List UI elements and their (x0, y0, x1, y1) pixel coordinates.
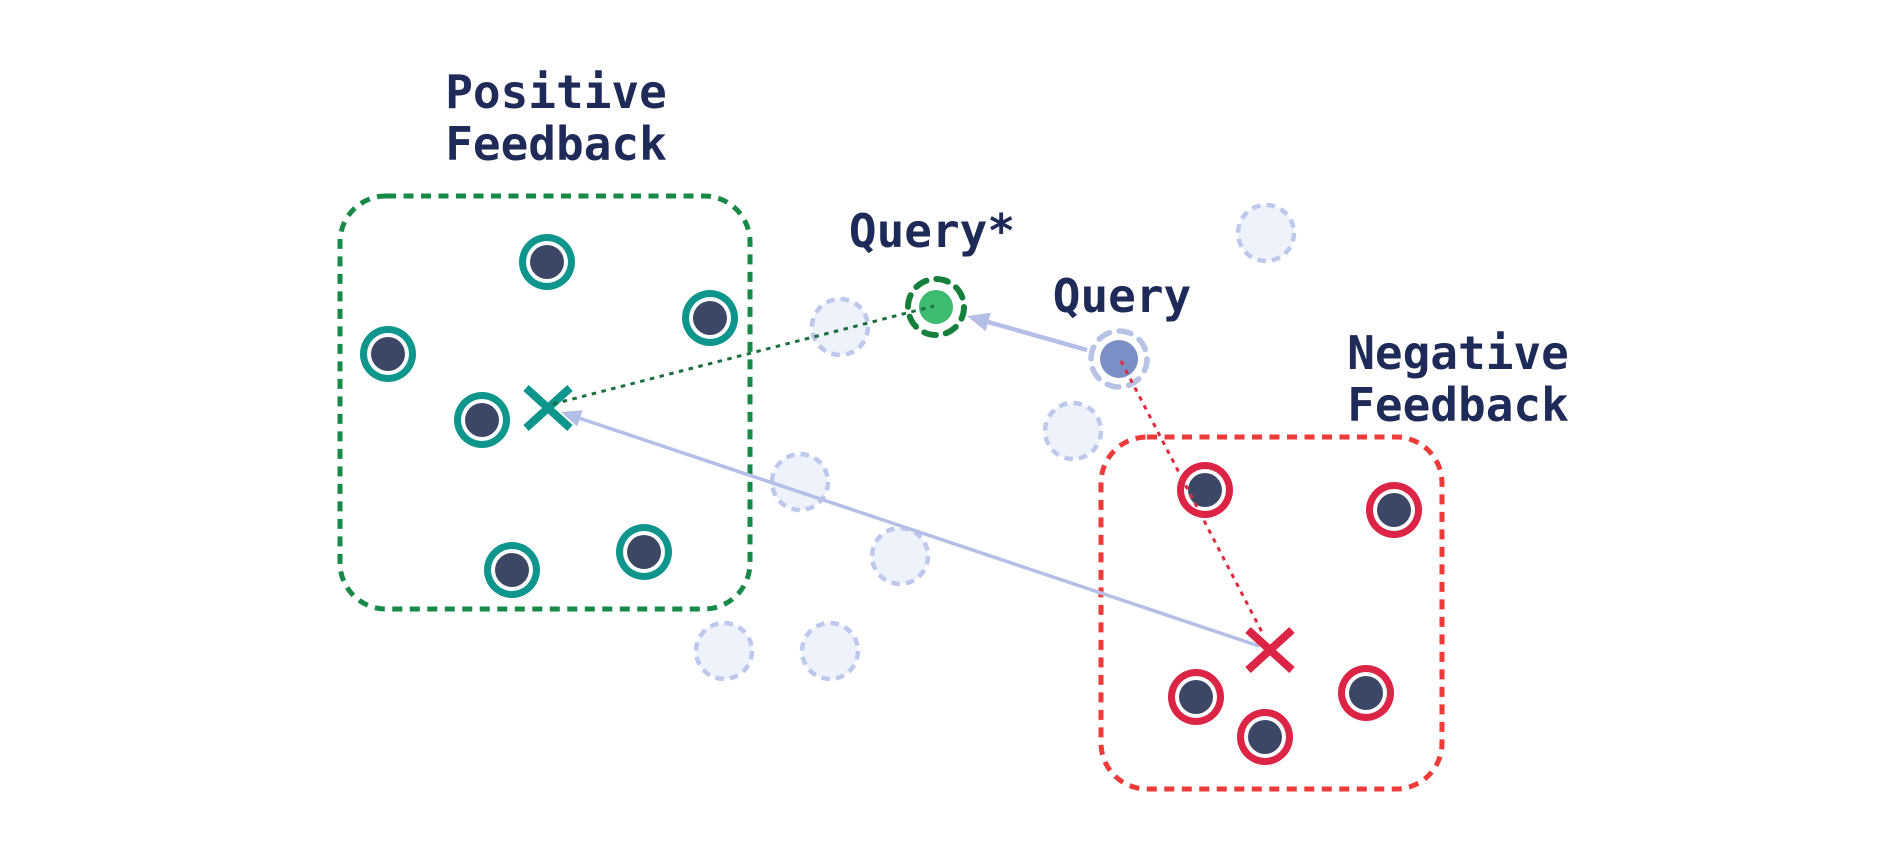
arrow-negative-centroid-to-positive-centroid (561, 410, 1260, 648)
negative-feedback-point (1366, 482, 1422, 538)
unlabeled-point (809, 296, 871, 358)
positive-feedback-label-line1: Positive (445, 65, 667, 119)
query-star-point (905, 276, 967, 338)
negative-feedback-label-line1: Negative (1347, 326, 1569, 380)
query-star-label: Query* (849, 204, 1015, 258)
negative-feedback-box (1098, 434, 1445, 792)
unlabeled-point (799, 620, 861, 682)
positive-feedback-point (519, 234, 575, 290)
dashed-line-positive-centroid-to-query-star (552, 304, 935, 406)
query-label: Query (1053, 269, 1191, 323)
unlabeled-point (1235, 202, 1297, 264)
positive-feedback-point (616, 524, 672, 580)
negative-feedback-point (1177, 462, 1233, 518)
positive-centroid-x (523, 385, 573, 431)
positive-feedback-point (682, 290, 738, 346)
unlabeled-point (1042, 400, 1104, 462)
positive-feedback-box (337, 193, 753, 612)
positive-feedback-label-line2: Feedback (445, 117, 667, 171)
arrow-query-to-query-star (967, 312, 1088, 353)
unlabeled-point (869, 525, 931, 587)
positive-feedback-point (360, 326, 416, 382)
unlabeled-point (693, 620, 755, 682)
negative-centroid-x (1245, 627, 1295, 673)
negative-feedback-label-line2: Feedback (1347, 378, 1569, 432)
positive-feedback-point (454, 392, 510, 448)
negative-feedback-point (1237, 709, 1293, 765)
negative-feedback-point (1338, 665, 1394, 721)
negative-feedback-point (1168, 669, 1224, 725)
query-point (1088, 328, 1150, 390)
shape-layer (337, 193, 1445, 792)
unlabeled-point (769, 451, 831, 513)
dashed-line-query-to-negative-centroid (1119, 360, 1266, 637)
positive-feedback-point (484, 542, 540, 598)
